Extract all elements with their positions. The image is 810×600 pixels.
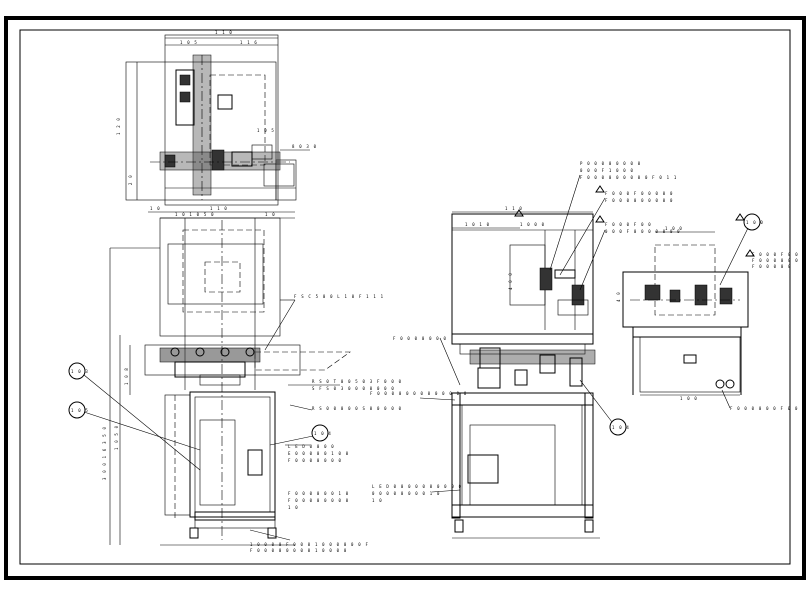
detail-view: 1 0 0 4 0 1 0 0 F 0 0 0 0 0 0 F 0 0 0 F … <box>616 213 806 411</box>
svg-text:F 0 0 0 0 0 0 1 0: F 0 0 0 0 0 0 1 0 <box>288 491 349 496</box>
svg-text:1 0 4: 1 0 4 <box>612 425 630 430</box>
svg-text:1 1 0: 1 1 0 <box>505 206 523 211</box>
balloon-1 <box>68 362 86 380</box>
balloon-4 <box>609 418 627 436</box>
svg-text:F 0 0 0 0 0 0 0 0 1 0 0 0 0: F 0 0 0 0 0 0 0 0 1 0 0 0 0 <box>250 548 347 553</box>
svg-text:1 0 0 0 0 F 0 0 0 1 0 0 0 0 0: 1 0 0 0 0 F 0 0 0 1 0 0 0 0 0 0 F <box>250 542 369 547</box>
svg-text:4 0 0: 4 0 0 <box>508 272 513 290</box>
svg-text:1 0: 1 0 <box>372 498 383 503</box>
svg-text:1 0 8: 1 0 8 <box>124 367 129 385</box>
svg-text:1 0 0: 1 0 0 <box>665 226 683 231</box>
svg-text:1 0 5 0: 1 0 5 0 <box>114 425 119 450</box>
svg-text:E 0 0 0 0 0 1 0 0: E 0 0 0 0 0 1 0 0 <box>288 451 349 456</box>
svg-text:1 0 5: 1 0 5 <box>71 408 89 413</box>
svg-text:1 0 5: 1 0 5 <box>257 128 275 133</box>
svg-text:F S C 5 0 0 L 1 0 F 1 1 1: F S C 5 0 0 L 1 0 F 1 1 1 <box>294 294 384 299</box>
svg-text:F 0 0 0 F 0 0 0 0 0: F 0 0 0 F 0 0 0 0 0 <box>605 191 674 196</box>
svg-text:L E D 0 0 0 0 0 0 0 0 0 0: L E D 0 0 0 0 0 0 0 0 0 0 <box>372 484 462 489</box>
svg-text:F 0 0 0 F 0 0: F 0 0 0 F 0 0 <box>605 222 652 227</box>
svg-text:1 0: 1 0 <box>288 505 299 510</box>
svg-text:R S 0 0 0 0 0 S 0 0 0 0 0: R S 0 0 0 0 0 S 0 0 0 0 0 <box>312 406 402 411</box>
svg-text:F 0 0 0 0 0 0 0: F 0 0 0 0 0 0 0 <box>393 336 447 341</box>
svg-text:1 1 0: 1 1 0 <box>215 30 233 35</box>
svg-text:1 0: 1 0 <box>150 206 161 211</box>
svg-text:R S 0 T 0 0 5 0 3 F 0 0 0: R S 0 T 0 0 5 0 3 F 0 0 0 <box>312 379 402 384</box>
svg-text:1 0: 1 0 <box>265 212 276 217</box>
svg-text:1 1 0: 1 1 0 <box>210 206 228 211</box>
svg-text:F 0 0 0 0 0 0 0: F 0 0 0 0 0 0 0 <box>288 458 342 463</box>
svg-text:1 0 3: 1 0 3 <box>71 369 89 374</box>
side-view: 1 1 0 1 0 1 0 1 0 0 0 4 0 0 <box>370 161 681 539</box>
svg-text:1 0 5: 1 0 5 <box>180 40 198 45</box>
svg-text:L E D 0 0 0 0: L E D 0 0 0 0 <box>288 444 335 449</box>
svg-text:F 0 0 0 0 0 0 0 0 0 F 0 1 1: F 0 0 0 0 0 0 0 0 0 F 0 1 1 <box>580 175 677 180</box>
svg-text:2 0: 2 0 <box>128 174 133 185</box>
svg-text:0 0 0 F 1 0 0 0: 0 0 0 F 1 0 0 0 <box>580 168 634 173</box>
svg-text:1 0 1 0: 1 0 1 0 <box>465 222 490 227</box>
balloon-5 <box>743 213 761 231</box>
svg-text:0 0 0 F 0 0 0 0 0 0 0: 0 0 0 F 0 0 0 0 0 0 0 <box>605 229 681 234</box>
svg-text:3 0 0 1 6 3 5 0: 3 0 0 1 6 3 5 0 <box>102 426 107 480</box>
svg-text:1 0 0: 1 0 0 <box>746 220 764 225</box>
svg-text:1 0 1 0 5 0: 1 0 1 0 5 0 <box>175 212 215 217</box>
svg-text:F 0 0 0 F 0 0: F 0 0 0 F 0 0 <box>752 252 799 257</box>
top-view: 1 1 0 1 0 5 1 1 6 1 2 0 2 0 1 0 5 8 0 3 … <box>116 30 317 206</box>
svg-text:1 0 0: 1 0 0 <box>680 396 698 401</box>
svg-text:8 0 3 0: 8 0 3 0 <box>292 144 317 149</box>
svg-text:F 0 0 0 0 0: F 0 0 0 0 0 <box>752 264 792 269</box>
svg-text:F 0 0 0 0 0 0 0 0 0 0 0 0 0: F 0 0 0 0 0 0 0 0 0 0 0 0 0 <box>370 391 467 396</box>
svg-text:F 0 0 0 0 0 0 F 0 0 0: F 0 0 0 0 0 0 F 0 0 0 <box>730 406 806 411</box>
svg-text:1 0 0 0: 1 0 0 0 <box>520 222 545 227</box>
svg-text:P 0 0 0 0 0 0 0 0: P 0 0 0 0 0 0 0 0 <box>580 161 641 166</box>
svg-text:F 0 0 0 0 0 0 0: F 0 0 0 0 0 0 0 <box>752 258 806 263</box>
svg-text:F 0 0 0 0 0 0 0 0 0: F 0 0 0 0 0 0 0 0 0 <box>605 198 674 203</box>
front-view: 1 0 1 1 0 1 0 1 0 5 0 1 0 3 0 0 1 6 3 5 … <box>68 206 402 553</box>
svg-text:1 2 0: 1 2 0 <box>116 117 121 135</box>
balloon-3 <box>311 424 329 442</box>
inner-border <box>19 29 791 565</box>
svg-text:F 0 0 0 0 0 0 0 0: F 0 0 0 0 0 0 0 0 <box>288 498 349 503</box>
balloon-2 <box>68 401 86 419</box>
svg-text:S F S 0 3 0 0 0 0 0 0 0: S F S 0 3 0 0 0 0 0 0 0 <box>312 386 395 391</box>
svg-text:1 0 4: 1 0 4 <box>314 431 332 436</box>
svg-text:4 0: 4 0 <box>616 291 621 302</box>
svg-text:0 0 0 0 0 0 0 0 1 0: 0 0 0 0 0 0 0 0 1 0 <box>372 491 441 496</box>
svg-text:1 1 6: 1 1 6 <box>240 40 258 45</box>
